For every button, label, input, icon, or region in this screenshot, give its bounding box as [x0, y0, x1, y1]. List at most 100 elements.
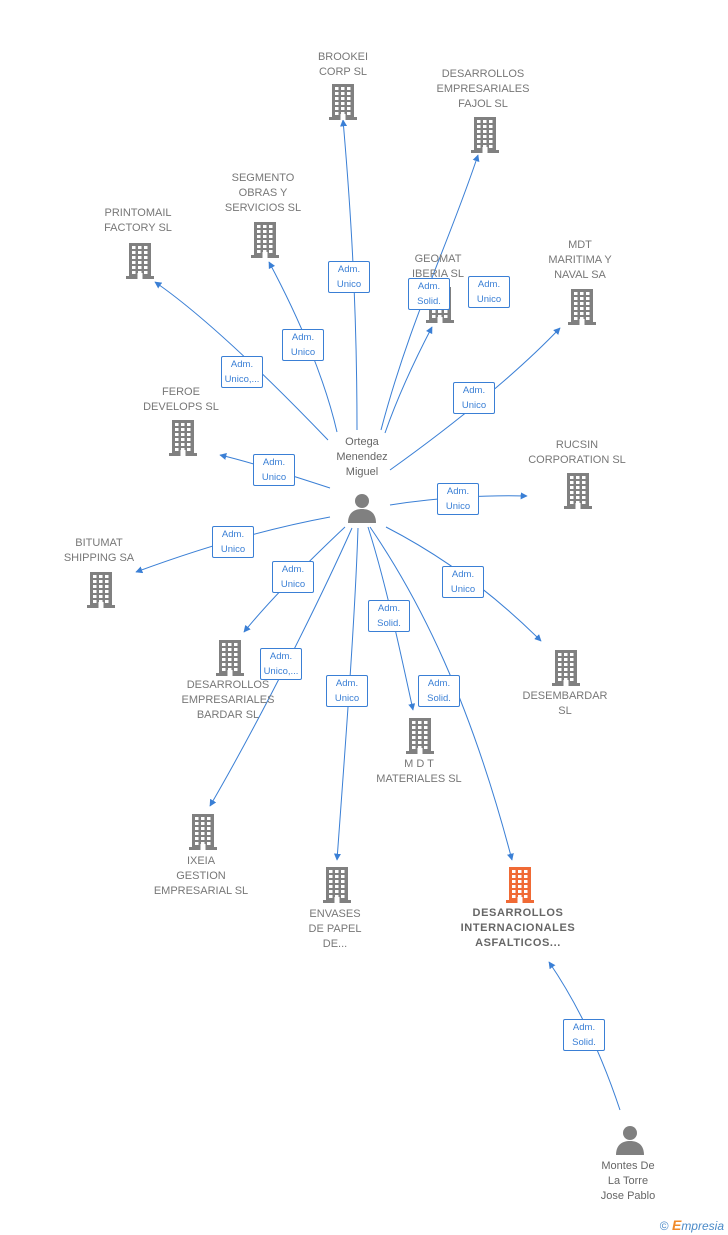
node-label-line: CORPORATION SL: [528, 454, 626, 466]
edge-label-fajol[interactable]: Adm.Unico: [468, 276, 510, 308]
node-label-line: RUCSIN: [555, 439, 599, 451]
edge-label-line: Adm.: [269, 651, 293, 662]
company-label-brookei[interactable]: BROOKEI CORP SL: [268, 50, 418, 80]
edge-label-line: Unico: [334, 693, 360, 704]
company-label-rucsin[interactable]: RUCSIN CORPORATION SL: [502, 438, 652, 468]
copyright-symbol: ©: [659, 1219, 669, 1233]
edge-label-line: Adm.: [451, 569, 475, 580]
edge-label-line: Adm.: [335, 678, 359, 689]
edge-label-line: Unico: [445, 501, 471, 512]
node-label-line: GESTION: [176, 870, 226, 882]
edge-label-printomail[interactable]: Adm.Unico,...: [221, 356, 263, 388]
building-icon-bardar[interactable]: [214, 639, 246, 677]
company-label-feroe[interactable]: FEROE DEVELOPS SL: [106, 385, 256, 415]
edge-label-line: Adm.: [427, 678, 451, 689]
building-icon-mdt_materiales[interactable]: [404, 717, 436, 755]
edge-label-ixeia[interactable]: Adm. Unico,...: [260, 648, 302, 680]
edge-label-line: Unico: [336, 279, 362, 290]
brand-logo-initial: E: [671, 1217, 682, 1233]
edge-label-mdt_materiales[interactable]: Adm.Solid.: [368, 600, 410, 632]
node-label-line: DE PAPEL: [308, 923, 362, 935]
edge-label-line: Unico,...: [263, 666, 299, 677]
node-label-line: MATERIALES SL: [376, 773, 462, 785]
node-label-line: FAJOL SL: [458, 98, 508, 110]
company-label-desembardar[interactable]: DESEMBARDAR SL: [490, 689, 640, 719]
edge-label-line: Unico: [476, 294, 502, 305]
edge-label-envases[interactable]: Adm. Unico: [326, 675, 368, 707]
node-label-line: DESARROLLOS: [472, 907, 564, 919]
edge-label-bitumat[interactable]: Adm.Unico: [212, 526, 254, 558]
edge-label-bardar[interactable]: Adm.Unico: [272, 561, 314, 593]
building-icon-brookei[interactable]: [327, 83, 359, 121]
edge-label-desembardar[interactable]: Adm. Unico: [442, 566, 484, 598]
building-icon-desembardar[interactable]: [550, 649, 582, 687]
edge-label-line: Solid.: [417, 296, 441, 307]
edge-label-geomat[interactable]: Adm.Solid.: [408, 278, 450, 310]
edge-label-segmento[interactable]: Adm.Unico: [282, 329, 324, 361]
person-icon-montes[interactable]: [614, 1124, 646, 1156]
node-label-line: MDT: [568, 239, 592, 251]
building-icon-mdt_maritima[interactable]: [566, 288, 598, 326]
node-label-line: SL: [558, 705, 572, 717]
brand-logo-rest: mpresia: [681, 1219, 724, 1233]
building-icon-printomail[interactable]: [124, 242, 156, 280]
building-icon-feroe[interactable]: [167, 419, 199, 457]
node-label-line: DEVELOPS SL: [143, 401, 219, 413]
edge-label-line: Solid.: [572, 1037, 596, 1048]
node-label-line: BROOKEI: [317, 51, 369, 63]
building-icon-segmento[interactable]: [249, 221, 281, 259]
node-label-line: INTERNACIONALES: [460, 922, 576, 934]
node-label-line: IBERIA SL: [412, 268, 464, 280]
node-label-line: Montes De: [601, 1160, 655, 1172]
node-label-line: SHIPPING SA: [63, 552, 135, 564]
edge-label-mdt_maritima[interactable]: Adm.Unico: [453, 382, 495, 414]
edge-label-feroe[interactable]: Adm.Unico: [253, 454, 295, 486]
node-label-line: BARDAR SL: [196, 709, 260, 721]
edge-label-asfalticos[interactable]: Adm.Solid.: [418, 675, 460, 707]
edge-ortega-to-asfalticos: [369, 526, 514, 861]
node-label-line: DE...: [322, 938, 348, 950]
node-label-line: EMPRESARIAL SL: [153, 885, 249, 897]
company-label-asfalticos[interactable]: DESARROLLOS INTERNACIONALES ASFALTICOS...: [443, 906, 593, 951]
edge-label-line: Adm.: [262, 457, 286, 468]
node-label-line: NAVAL SA: [554, 269, 606, 281]
edge-label-line: Unico: [450, 584, 476, 595]
edge-label-rucsin[interactable]: Adm.Unico: [437, 483, 479, 515]
edge-label-brookei[interactable]: Adm. Unico: [328, 261, 370, 293]
node-label-line: CORP SL: [318, 66, 368, 78]
building-icon-rucsin[interactable]: [562, 472, 594, 510]
edge-label-line: Adm.: [337, 264, 361, 275]
node-label-line: ASFALTICOS...: [475, 937, 561, 949]
building-icon-envases[interactable]: [321, 866, 353, 904]
node-label-line: FEROE: [162, 386, 200, 398]
footer-brand: © Empresia: [660, 1217, 724, 1233]
node-label-line: EMPRESARIALES: [181, 694, 275, 706]
building-icon-asfalticos[interactable]: [504, 866, 536, 904]
building-icon-bitumat[interactable]: [85, 571, 117, 609]
node-label-line: OBRAS Y: [238, 187, 288, 199]
edge-label-line: Adm.: [230, 359, 254, 370]
edge-label-asfalticos[interactable]: Adm.Solid.: [563, 1019, 605, 1051]
node-label-line: DESEMBARDAR: [522, 690, 608, 702]
node-label-line: Menendez: [336, 451, 388, 463]
node-label-line: PRINTOMAIL: [104, 207, 172, 219]
building-icon-ixeia[interactable]: [187, 813, 219, 851]
node-label-line: Miguel: [345, 466, 379, 478]
building-icon-fajol[interactable]: [469, 116, 501, 154]
node-label-line: DESARROLLOS: [441, 68, 525, 80]
person-icon-ortega[interactable]: [346, 492, 378, 524]
edge-ortega-to-brookei: [340, 119, 358, 431]
edge-label-line: Adm.: [291, 332, 315, 343]
